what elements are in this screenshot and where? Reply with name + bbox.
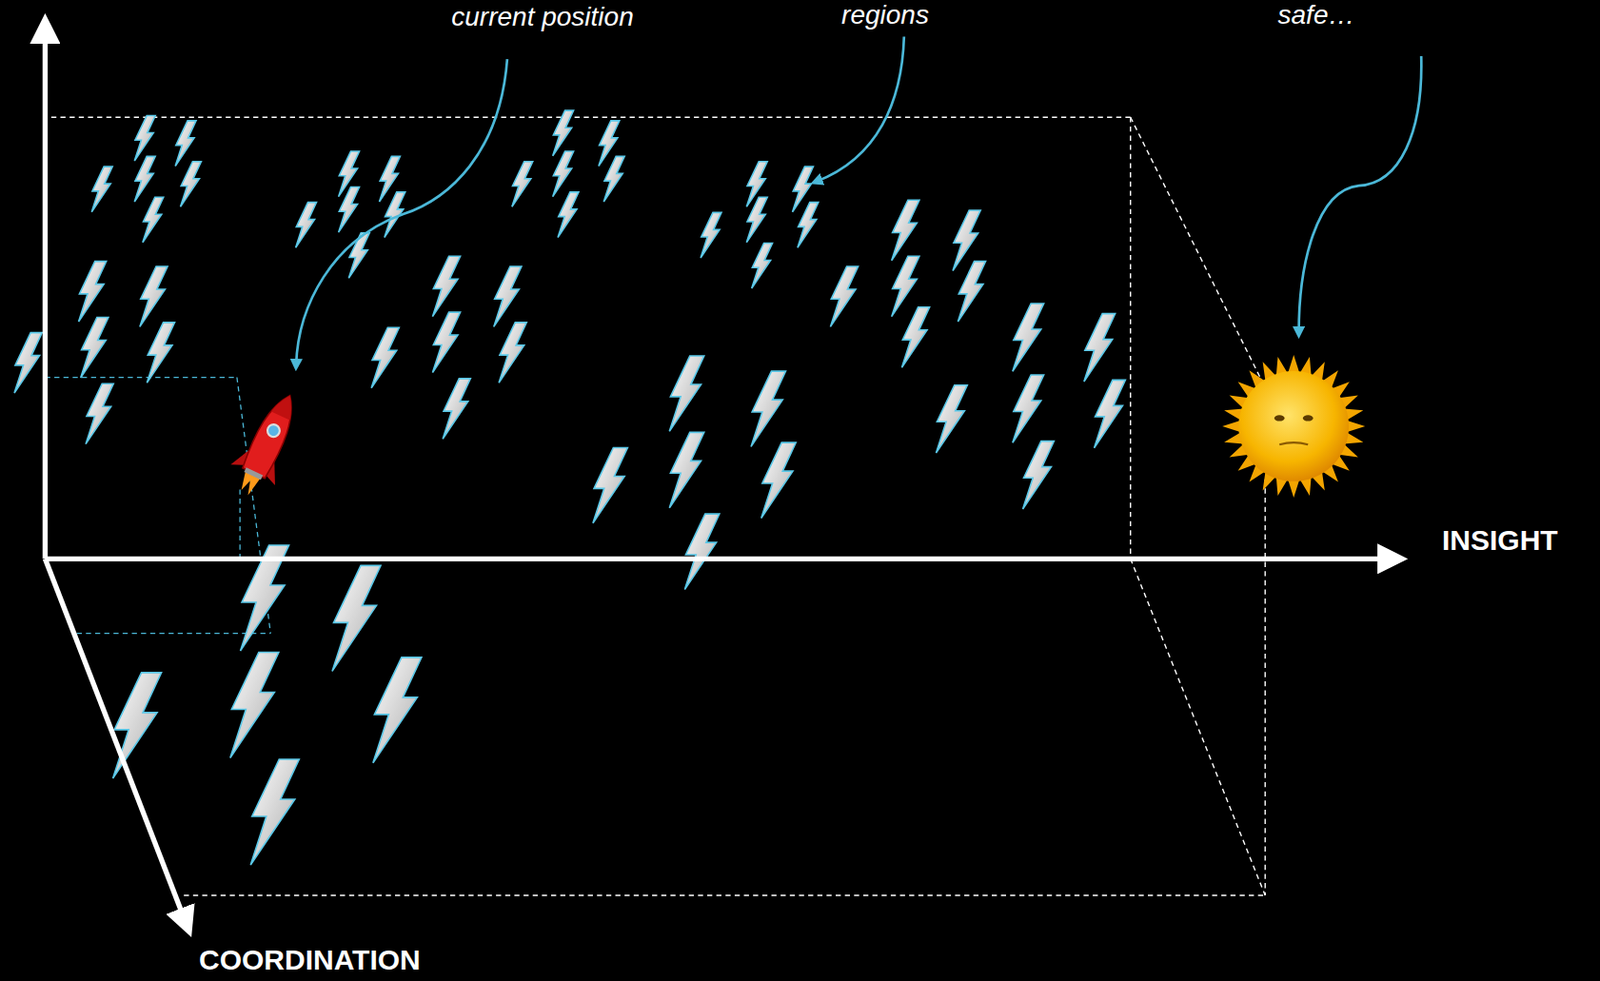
lightning-bolt [751,242,773,289]
lightning-bolt [493,266,522,327]
lightning-bolt [684,513,719,590]
lightning-bolt [750,371,786,447]
projection-lines [44,377,271,634]
lightning-bolt [142,197,164,243]
lightning-bolt [498,322,527,383]
lightning-bolt [348,233,370,279]
lightning-bolt [338,187,360,234]
lightning-bolt [250,759,299,866]
lightning-bolt [761,442,796,518]
lightning-bolt [146,322,175,383]
lightning-bolt [891,256,920,317]
lightning-bolt [230,651,279,758]
lightning-bolt [1094,379,1126,448]
axes [44,28,1393,924]
sun [1222,355,1365,498]
lightning-bolt [139,266,168,327]
dashed-box [51,117,1265,896]
lightning-bolt [80,317,109,378]
lightning-bolt [700,212,722,258]
lightning-bolt [557,192,579,238]
lightning-bolt [113,672,162,779]
lightning-bolt [332,565,381,672]
lightning-bolt [553,151,574,198]
lightning-bolt [901,307,929,368]
lightning-bolt [371,327,399,388]
callout-text: regions [841,0,929,31]
lightning-bolt [296,202,317,249]
lightning-bolt [1012,303,1045,372]
lightning-bolt [432,256,460,317]
lightning-bolt [669,432,704,508]
lightning-bolt [134,156,156,202]
lightning-bolt [1012,375,1045,443]
lightning-bolt [957,261,986,322]
lightning-bolt [85,383,114,444]
axis-label: COORDINATION [198,944,421,978]
leader-lines [296,37,1422,366]
lightning-bolt [91,166,113,213]
lightning-bolt [553,110,574,157]
lightning-bolt [1023,441,1055,510]
lightning-bolt [180,161,202,208]
lightning-bolt [432,312,460,373]
bolt-field [14,110,1126,866]
rocket [221,385,313,505]
lightning-bolt [746,197,768,243]
lightning-bolt [512,161,534,208]
lightning-bolt [829,266,858,327]
lightning-bolt [373,657,422,764]
lightning-bolt [592,447,628,523]
sun-rays [1222,355,1365,498]
lightning-bolt [797,202,819,249]
lightning-bolt [891,199,920,260]
lightning-bolt [442,378,471,439]
lightning-bolt [79,261,107,322]
lightning-bolt [134,116,156,162]
axis-label: INSIGHT [1441,524,1559,558]
lightning-bolt [935,385,968,454]
lightning-bolt [603,156,625,202]
callout-text: safe… [1278,0,1356,31]
callout-text: current position [451,1,633,33]
lightning-bolt [669,355,704,432]
lightning-bolt [175,120,197,167]
lightning-bolt [14,333,42,394]
lightning-bolt [1084,314,1116,382]
